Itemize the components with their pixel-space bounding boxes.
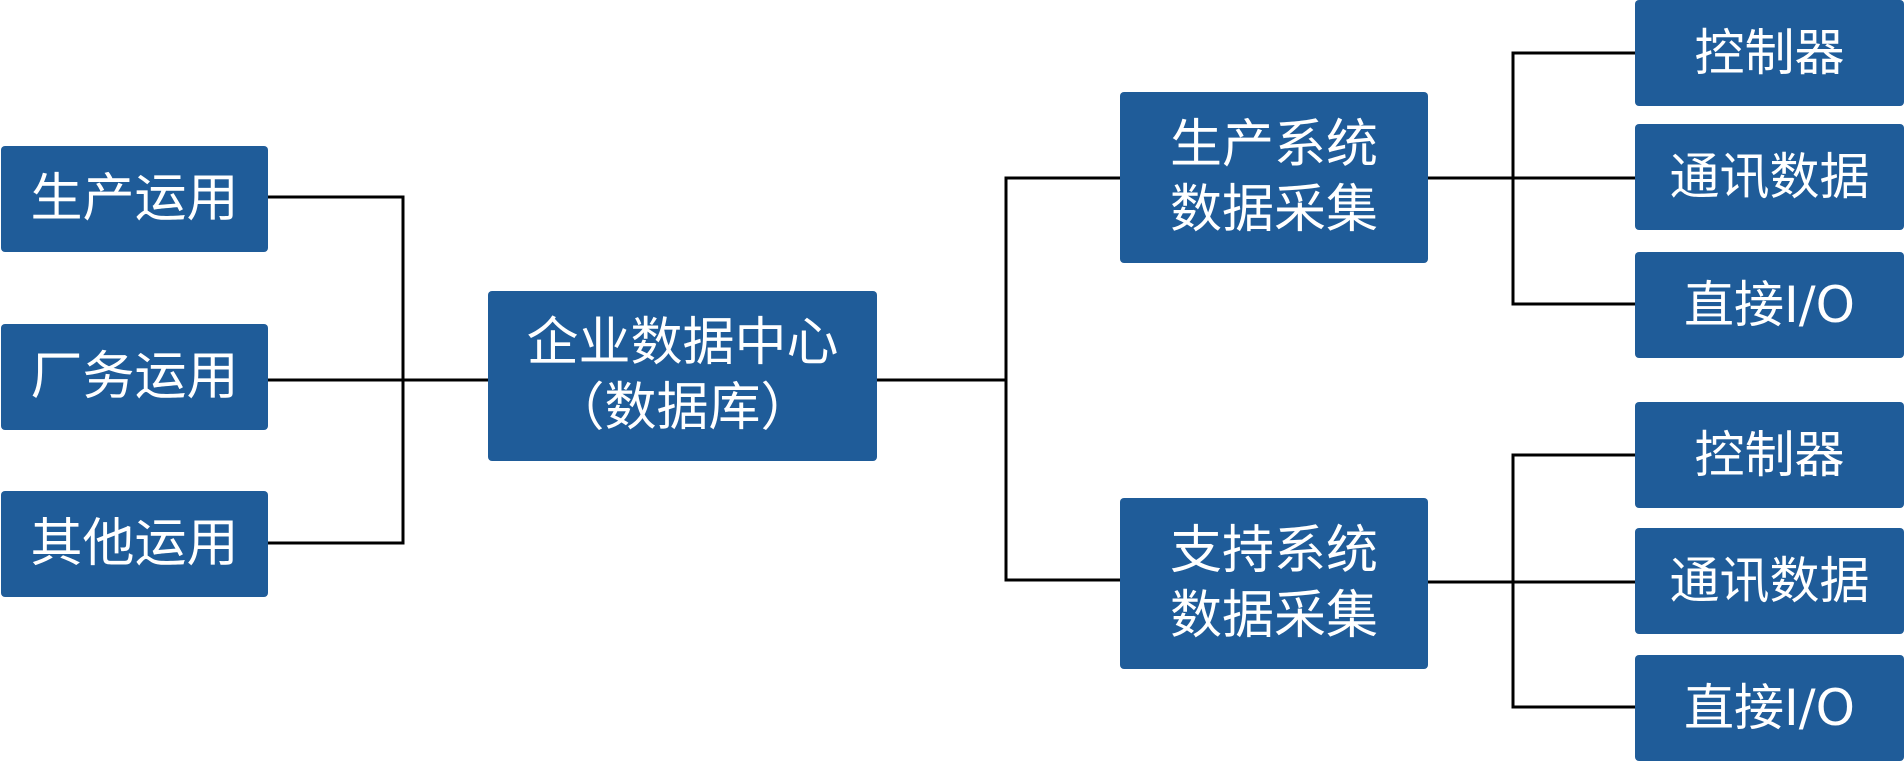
connector-left-apps	[266, 195, 490, 545]
production-collection-line1: 生产系统	[1169, 114, 1378, 175]
enterprise-data-center-title: 企业数据中心	[526, 313, 839, 373]
support-collection-line1: 支持系统	[1169, 520, 1378, 581]
enterprise-data-center-box: 企业数据中心 （数据库）	[488, 291, 877, 461]
support-collection-box: 支持系统 数据采集	[1120, 498, 1428, 669]
support-collection-line2: 数据采集	[1169, 585, 1378, 646]
app-production-label: 生产运用	[30, 168, 239, 229]
production-source-io-box: 直接I/O	[1635, 252, 1904, 358]
support-source-controller-box: 控制器	[1635, 402, 1904, 508]
support-source-controller-label: 控制器	[1694, 425, 1845, 484]
connector-production-sources	[1426, 51, 1637, 306]
app-other-label: 其他运用	[30, 513, 239, 574]
production-collection-line2: 数据采集	[1169, 179, 1378, 240]
support-source-io-label: 直接I/O	[1684, 678, 1855, 737]
connector-center-systems	[875, 176, 1122, 582]
app-production-box: 生产运用	[1, 146, 268, 252]
production-source-io-label: 直接I/O	[1684, 275, 1855, 334]
production-source-comm-label: 通讯数据	[1669, 147, 1870, 206]
app-facility-label: 厂务运用	[30, 346, 239, 407]
production-source-controller-box: 控制器	[1635, 0, 1904, 106]
support-source-io-box: 直接I/O	[1635, 655, 1904, 761]
app-other-box: 其他运用	[1, 491, 268, 597]
connector-support-sources	[1426, 453, 1637, 709]
production-source-controller-label: 控制器	[1694, 23, 1845, 82]
support-source-comm-label: 通讯数据	[1669, 551, 1870, 610]
support-source-comm-box: 通讯数据	[1635, 528, 1904, 634]
production-collection-box: 生产系统 数据采集	[1120, 92, 1428, 263]
production-source-comm-box: 通讯数据	[1635, 124, 1904, 230]
enterprise-data-center-subtitle: （数据库）	[552, 378, 813, 438]
app-facility-box: 厂务运用	[1, 324, 268, 430]
